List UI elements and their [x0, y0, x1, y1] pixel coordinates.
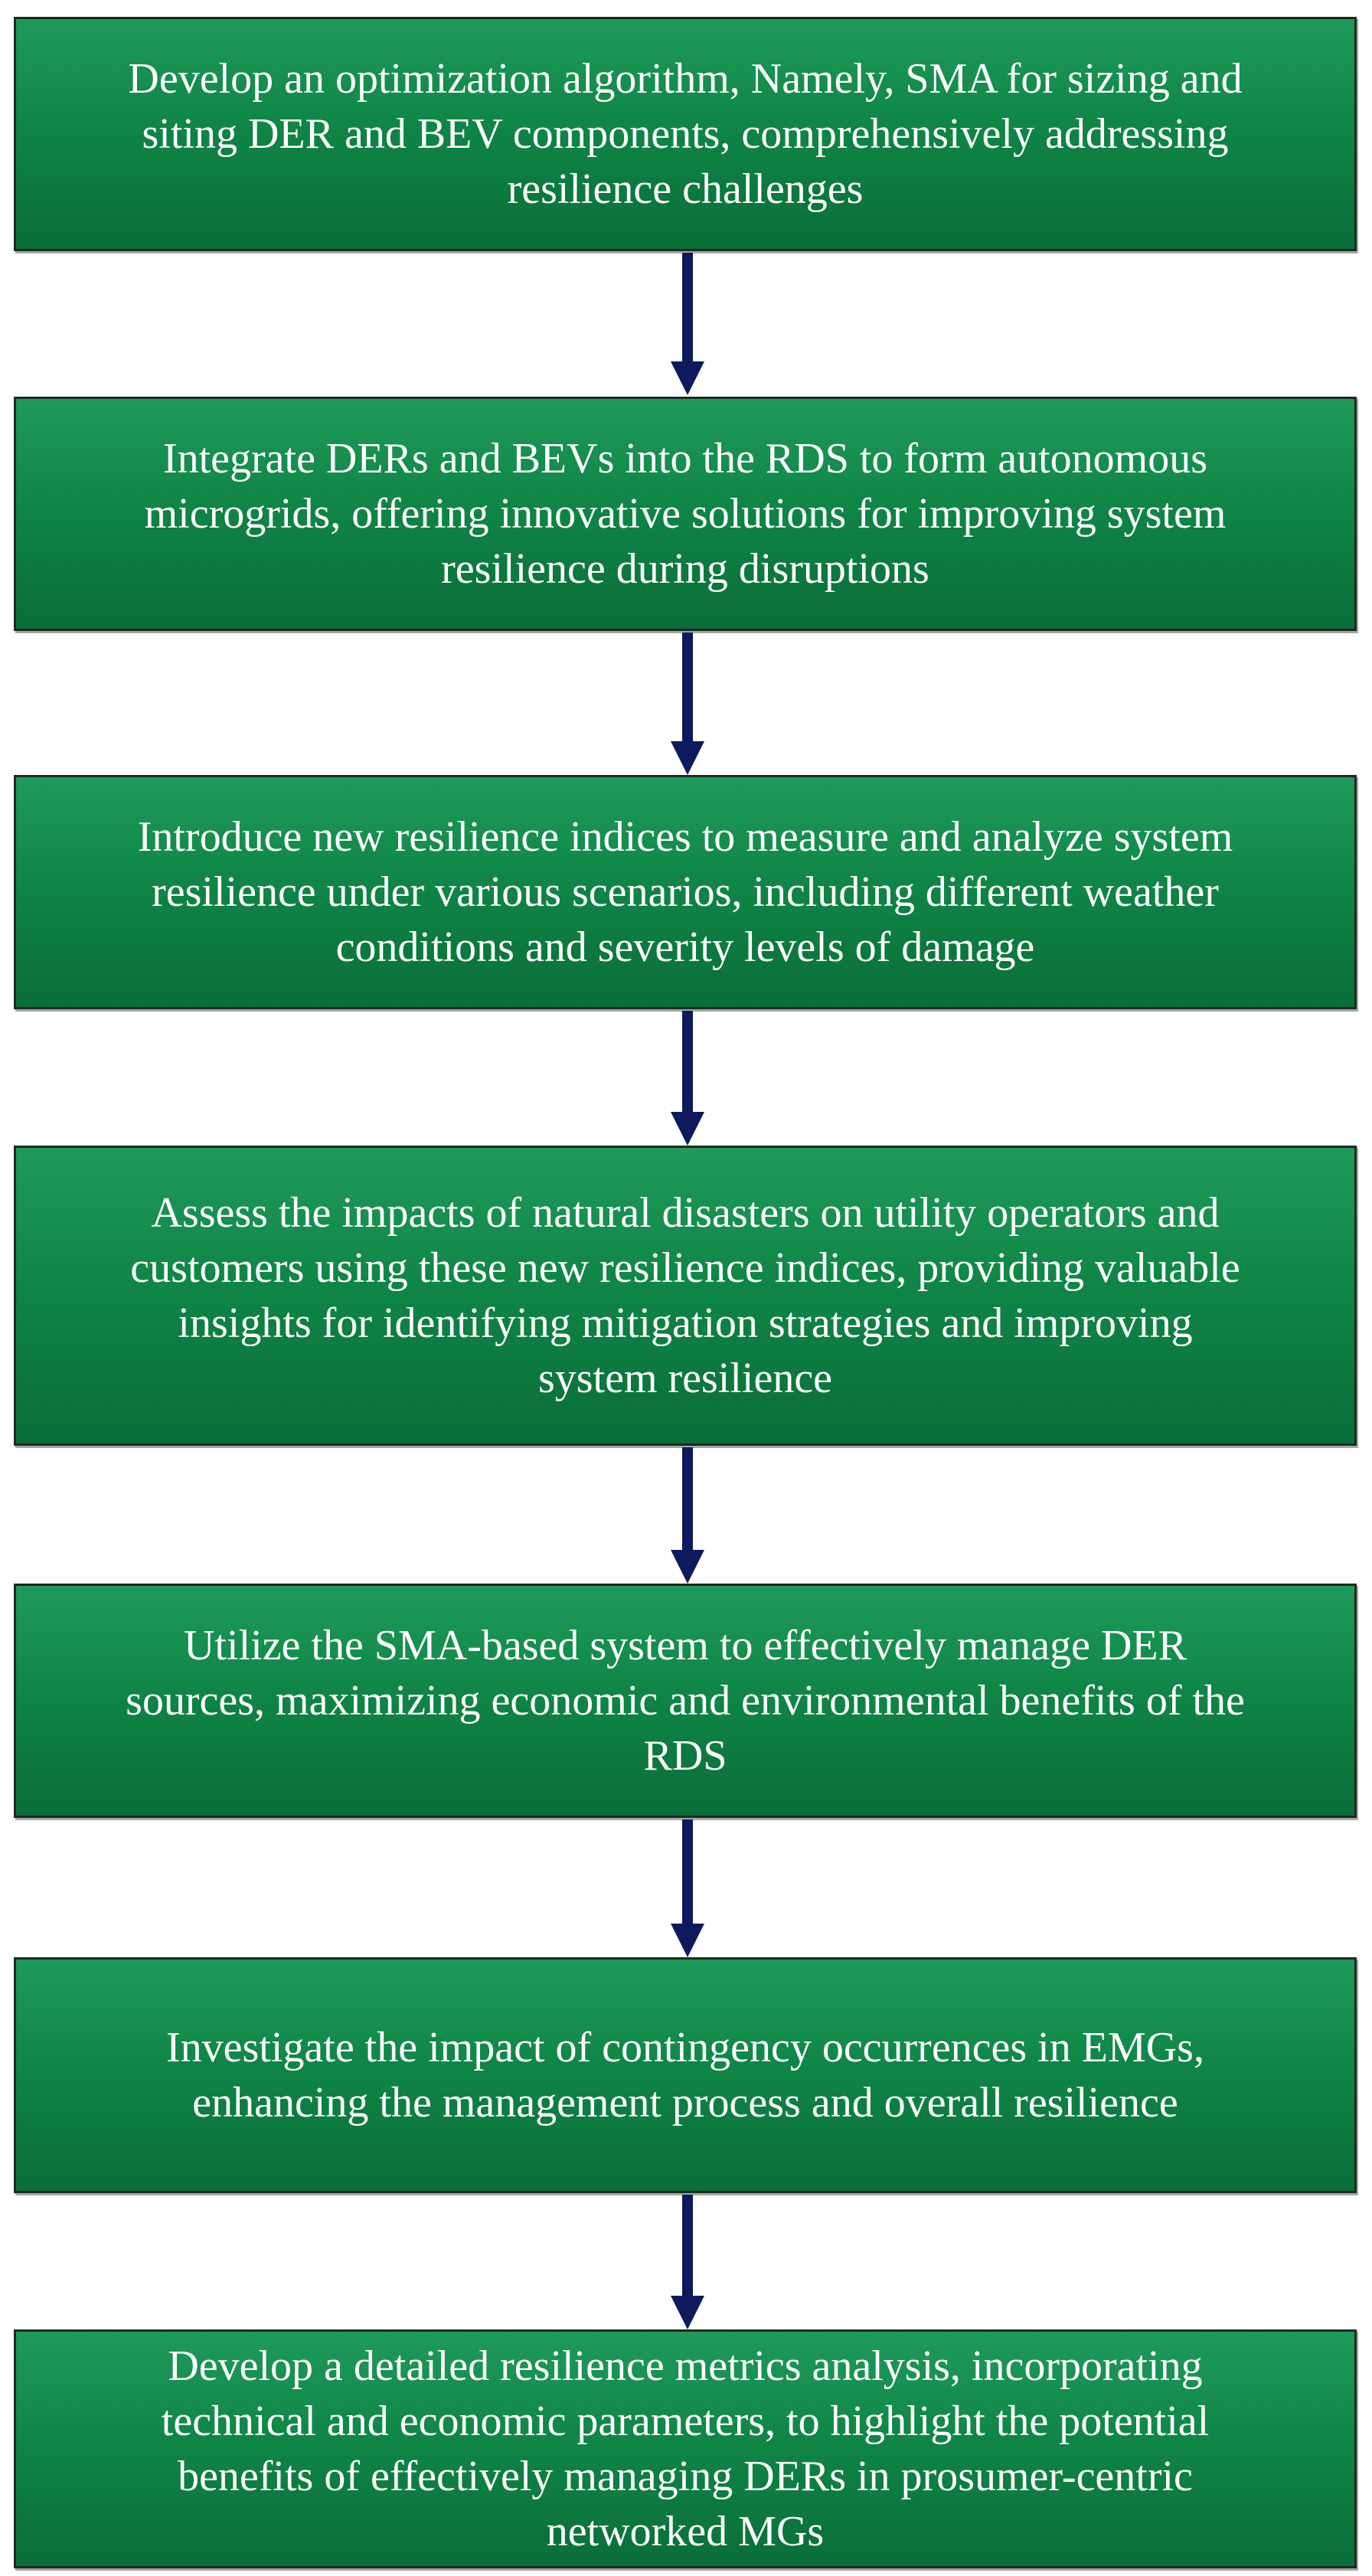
step-text-3: Introduce new resilience indices to meas… — [137, 813, 1233, 971]
step-box-6: Investigate the impact of contingency oc… — [14, 1957, 1357, 2193]
step-box-3: Introduce new resilience indices to meas… — [14, 775, 1357, 1009]
step-box-2: Integrate DERs and BEVs into the RDS to … — [14, 397, 1357, 631]
step-box-5: Utilize the SMA-based system to effectiv… — [14, 1584, 1357, 1818]
step-box-4: Assess the impacts of natural disasters … — [14, 1146, 1357, 1446]
arrow-down-icon — [671, 2195, 704, 2329]
step-text-2: Integrate DERs and BEVs into the RDS to … — [144, 435, 1227, 593]
step-box-7: Develop a detailed resilience metrics an… — [14, 2329, 1357, 2568]
step-text-7: Develop a detailed resilience metrics an… — [161, 2342, 1210, 2555]
arrow-down-icon — [671, 633, 704, 775]
step-box-1: Develop an optimization algorithm, Namel… — [14, 17, 1357, 251]
arrow-down-icon — [671, 1819, 704, 1957]
arrow-down-icon — [671, 1447, 704, 1584]
step-text-5: Utilize the SMA-based system to effectiv… — [126, 1622, 1245, 1780]
arrow-down-icon — [671, 253, 704, 395]
arrow-down-icon — [671, 1011, 704, 1146]
step-text-1: Develop an optimization algorithm, Namel… — [128, 55, 1243, 213]
step-text-6: Investigate the impact of contingency oc… — [166, 2024, 1204, 2127]
step-text-4: Assess the impacts of natural disasters … — [130, 1189, 1240, 1402]
